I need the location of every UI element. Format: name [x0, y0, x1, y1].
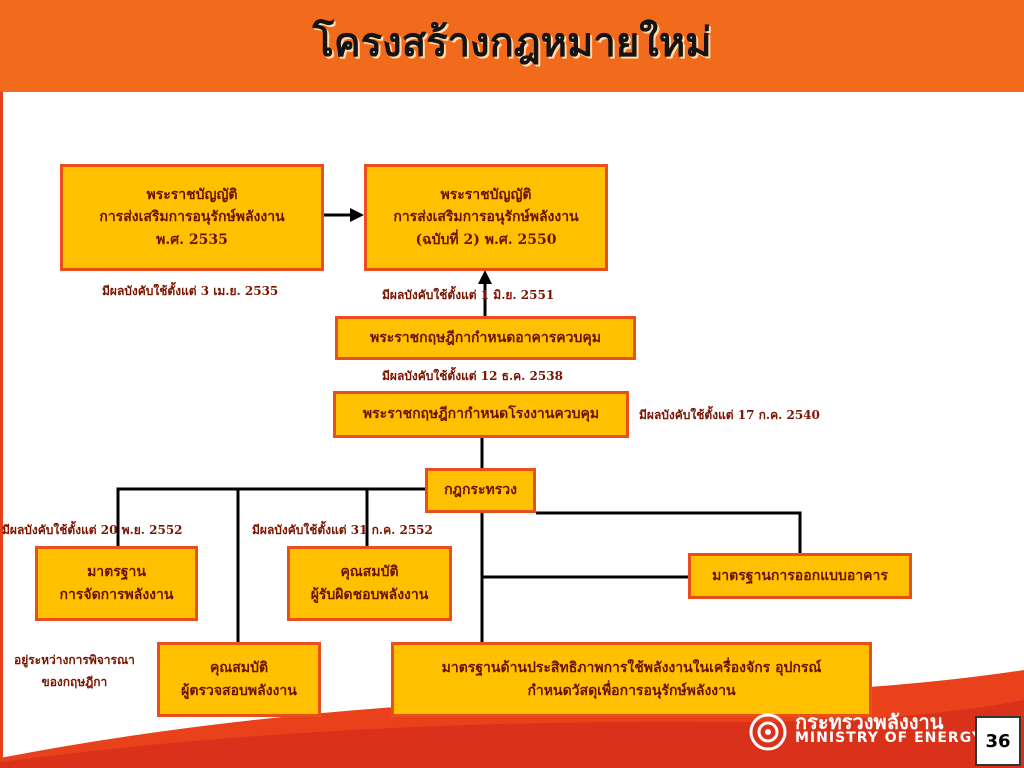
left-accent-bar: [0, 92, 3, 768]
std-energy-management-box: มาตรฐาน การจัดการพลังงาน: [35, 546, 198, 621]
box-line: คุณสมบัติ: [209, 660, 269, 677]
pending-line: อยู่ระหว่างการพิจารณา: [14, 653, 135, 667]
box-line: พ.ศ. 2535: [156, 231, 228, 248]
decree-building-box: พระราชกฤษฎีกากำหนดอาคารควบคุม: [335, 316, 636, 360]
std-building-design-box: มาตรฐานการออกแบบอาคาร: [688, 553, 912, 599]
box-line: พระราชบัญญัติ: [146, 186, 238, 203]
box-line: พระราชกฤษฎีกากำหนดโรงงานควบคุม: [362, 406, 600, 423]
ministry-name-thai: กระทรวงพลังงาน: [795, 710, 944, 734]
qual-responsible-box: คุณสมบัติ ผู้รับผิดชอบพลังงาน: [287, 546, 452, 621]
box-line: กำหนดวัสดุเพื่อการอนุรักษ์พลังงาน: [527, 682, 736, 699]
std-efficiency-box: มาตรฐานด้านประสิทธิภาพการใช้พลังงานในเคร…: [391, 642, 872, 717]
act-2550-box: พระราชบัญญัติ การส่งเสริมการอนุรักษ์พลัง…: [364, 164, 608, 271]
box-line: กฎกระทรวง: [444, 482, 517, 499]
pending-note: อยู่ระหว่างการพิจารณา ของกฤษฎีกา: [14, 650, 135, 693]
page-number: 36: [975, 716, 1021, 766]
effective-date-2551: มีผลบังคับใช้ตั้งแต่ 1 มิ.ย. 2551: [382, 288, 555, 302]
title-bar: [0, 0, 1024, 92]
qual-auditor-box: คุณสมบัติ ผู้ตรวจสอบพลังงาน: [157, 642, 321, 717]
box-line: พระราชบัญญัติ: [440, 186, 532, 203]
box-line: (ฉบับที่ 2) พ.ศ. 2550: [415, 231, 557, 248]
box-line: คุณสมบัติ: [340, 564, 399, 581]
ministry-logo-icon: [749, 713, 787, 751]
effective-date-2552-jul: มีผลบังคับใช้ตั้งแต่ 31 ก.ค. 2552: [252, 523, 433, 537]
box-line: ผู้ตรวจสอบพลังงาน: [181, 682, 297, 699]
decree-factory-box: พระราชกฤษฎีกากำหนดโรงงานควบคุม: [333, 391, 629, 438]
box-line: มาตรฐานการออกแบบอาคาร: [712, 567, 888, 584]
page-title: โครงสร้างกฎหมายใหม่: [312, 20, 712, 66]
box-line: มาตรฐานด้านประสิทธิภาพการใช้พลังงานในเคร…: [441, 660, 822, 677]
box-line: ผู้รับผิดชอบพลังงาน: [310, 586, 429, 603]
box-line: การส่งเสริมการอนุรักษ์พลังงาน: [393, 209, 579, 226]
ministerial-regulation-box: กฎกระทรวง: [425, 468, 536, 513]
pending-line: ของกฤษฎีกา: [41, 674, 108, 689]
effective-date-2538: มีผลบังคับใช้ตั้งแต่ 12 ธ.ค. 2538: [382, 369, 563, 383]
box-line: การจัดการพลังงาน: [59, 586, 174, 603]
box-line: การส่งเสริมการอนุรักษ์พลังงาน: [99, 209, 285, 226]
act-2535-box: พระราชบัญญัติ การส่งเสริมการอนุรักษ์พลัง…: [60, 164, 324, 271]
ministry-name-english: MINISTRY OF ENERGY: [795, 730, 984, 746]
box-line: พระราชกฤษฎีกากำหนดอาคารควบคุม: [369, 329, 602, 346]
box-line: มาตรฐาน: [87, 564, 146, 581]
effective-date-2540: มีผลบังคับใช้ตั้งแต่ 17 ก.ค. 2540: [639, 408, 820, 422]
effective-date-2535: มีผลบังคับใช้ตั้งแต่ 3 เม.ย. 2535: [102, 284, 279, 298]
effective-date-2552-nov: มีผลบังคับใช้ตั้งแต่ 20 พ.ย. 2552: [2, 523, 183, 537]
